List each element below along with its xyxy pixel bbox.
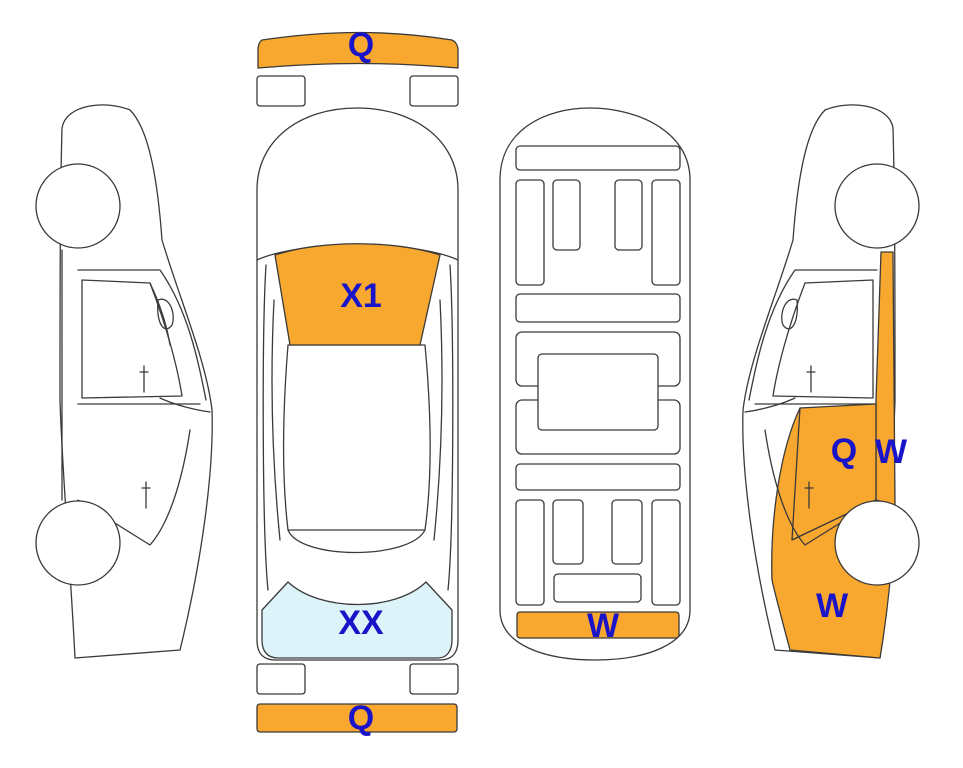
windshield-label: X1	[340, 277, 382, 315]
underbody-view	[499, 107, 691, 661]
left-side-door-bottom	[77, 429, 191, 546]
top-view-rear-deck	[287, 529, 426, 554]
rear-right-mirror	[409, 663, 459, 695]
right-quarter-label: W	[816, 587, 849, 625]
trunk-edge-label: W	[587, 607, 620, 645]
underbody-panel-8	[651, 499, 681, 606]
right-side-front-wheel	[834, 163, 920, 249]
top-view-right-window	[433, 299, 443, 541]
left-side-beltline	[159, 397, 211, 413]
front-right-mirror	[409, 75, 459, 107]
underbody-panel-1	[515, 179, 545, 286]
front-left-mirror	[256, 75, 306, 107]
left-side-view	[35, 104, 213, 659]
right-side-door-top	[748, 269, 878, 401]
left-side-mirror	[157, 298, 174, 330]
underbody-panel-3	[614, 179, 643, 251]
right-side-rear-door-line	[764, 429, 878, 546]
rear-bumper	[256, 703, 458, 733]
left-side-pillar	[149, 282, 171, 346]
damage-labels: Q X1 XX Q W Q W W	[338, 26, 908, 737]
right-side-window	[772, 279, 874, 399]
underbody-panel-9	[553, 573, 642, 603]
underbody-panel-4	[651, 179, 681, 286]
top-view	[256, 31, 459, 733]
underbody-panel-7	[611, 499, 643, 565]
trunk-edge	[516, 611, 680, 639]
right-side-handle-front	[806, 365, 816, 393]
right-side-mirror	[781, 298, 798, 330]
rear-window-label: XX	[338, 604, 384, 642]
rear-left-mirror	[256, 663, 306, 695]
left-side-door-top	[77, 269, 207, 401]
underbody-panel-2	[552, 179, 581, 251]
right-side-rear-wheel	[834, 500, 920, 586]
left-side-front-wheel	[35, 163, 121, 249]
windshield	[274, 243, 441, 346]
right-side-view	[742, 104, 920, 659]
left-side-rear-wheel	[35, 500, 121, 586]
right-side-handle-rear	[804, 481, 814, 509]
underbody-cross-2	[515, 463, 681, 491]
right-pillar-label: W	[875, 433, 908, 471]
top-view-body	[256, 107, 459, 661]
rear-bumper-label: Q	[348, 699, 374, 737]
underbody-panel-6	[552, 499, 584, 565]
left-side-handle-front	[139, 365, 149, 393]
front-bumper-label: Q	[348, 26, 374, 64]
left-side-handle-rear	[141, 481, 151, 509]
underbody-panel-5	[515, 499, 545, 606]
right-door-label: Q	[831, 432, 857, 470]
underbody-cross-1	[515, 293, 681, 323]
top-view-right-pillars	[447, 264, 454, 591]
rear-window	[261, 581, 453, 659]
top-view-left-window	[271, 299, 281, 541]
underbody-front-bar	[515, 145, 681, 171]
underbody-center-panel	[537, 353, 659, 431]
top-view-left-pillars	[262, 264, 269, 591]
front-bumper	[257, 31, 459, 69]
right-side-beltline	[744, 397, 796, 413]
